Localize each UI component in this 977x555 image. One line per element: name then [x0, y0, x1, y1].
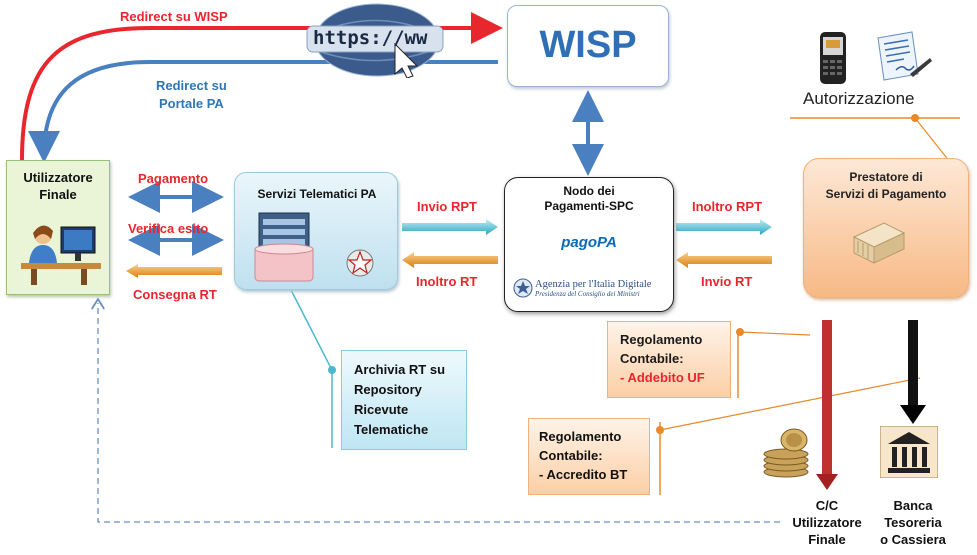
inoltro-rt-label: Inoltro RT [416, 274, 478, 289]
verifica-esito-label: Verifica esito [128, 221, 209, 236]
banca-arrow-head [900, 405, 926, 424]
regolamento-line: Regolamento [620, 332, 703, 347]
consegna-rt-arrow [126, 264, 222, 278]
database-server-icon [253, 211, 319, 283]
italian-emblem-icon [345, 247, 375, 279]
addebito-uf-label: - Addebito UF [620, 370, 705, 385]
smartphone-icon [814, 30, 852, 86]
url-text: https://ww [313, 27, 428, 49]
pagamento-label: Pagamento [138, 171, 209, 186]
redirect-wisp-arrow [20, 12, 503, 161]
cc-arrow-head [816, 474, 838, 490]
bank-icon [879, 425, 939, 479]
redirect-wisp-label: Redirect su WISP [120, 9, 228, 24]
regolamento2-connector [659, 377, 921, 431]
archivia-line: Repository [354, 382, 422, 397]
regolamento-line: Contabile: [539, 448, 603, 463]
archivia-line: Archivia RT su [354, 362, 446, 377]
dashed-return-line [98, 303, 780, 523]
agid-emblem-icon [513, 278, 533, 298]
autorizzazione-label: Autorizzazione [803, 89, 915, 108]
agid-text: Agenzia per l'Italia Digitale Presidenza… [535, 279, 652, 298]
pagopa-logo: pagoPA [561, 230, 617, 256]
wisp-box[interactable]: WISP [507, 5, 669, 87]
regolamento-line: Contabile: [620, 351, 684, 366]
invio-rt-label: Invio RT [701, 274, 753, 289]
globe-url-icon: https://ww [305, 0, 445, 79]
archivia-connector [289, 287, 333, 448]
archivia-rt-box: Archivia RT su Repository Ricevute Telem… [341, 350, 467, 450]
person-at-computer-icon [21, 219, 101, 285]
regolamento-accredito-box: Regolamento Contabile: - Accredito BT [528, 418, 650, 495]
cc-arrow-shaft [822, 320, 832, 478]
signed-document-icon [874, 30, 934, 88]
accredito-bt-label: - Accredito BT [539, 467, 628, 482]
inoltro-rpt-label: Inoltro RPT [692, 199, 763, 214]
coins-icon [758, 428, 814, 478]
invio-rpt-label: Invio RPT [417, 199, 477, 214]
servizi-telematici-box[interactable]: Servizi Telematici PA [234, 172, 398, 290]
servizi-title: Servizi Telematici PA [257, 187, 377, 201]
regolamento-addebito-box: Regolamento Contabile: - Addebito UF [607, 321, 731, 398]
autorizzazione-connector [914, 117, 951, 163]
wisp-title: WISP [539, 24, 637, 66]
archivia-line: Telematiche [354, 422, 429, 437]
regolamento-line: Regolamento [539, 429, 622, 444]
bank-building-icon [848, 215, 908, 267]
banca-arrow-shaft [908, 320, 918, 408]
archivia-line: Ricevute [354, 402, 409, 417]
redirect-portale-arrow [28, 60, 498, 163]
consegna-rt-label: Consegna RT [133, 287, 217, 302]
